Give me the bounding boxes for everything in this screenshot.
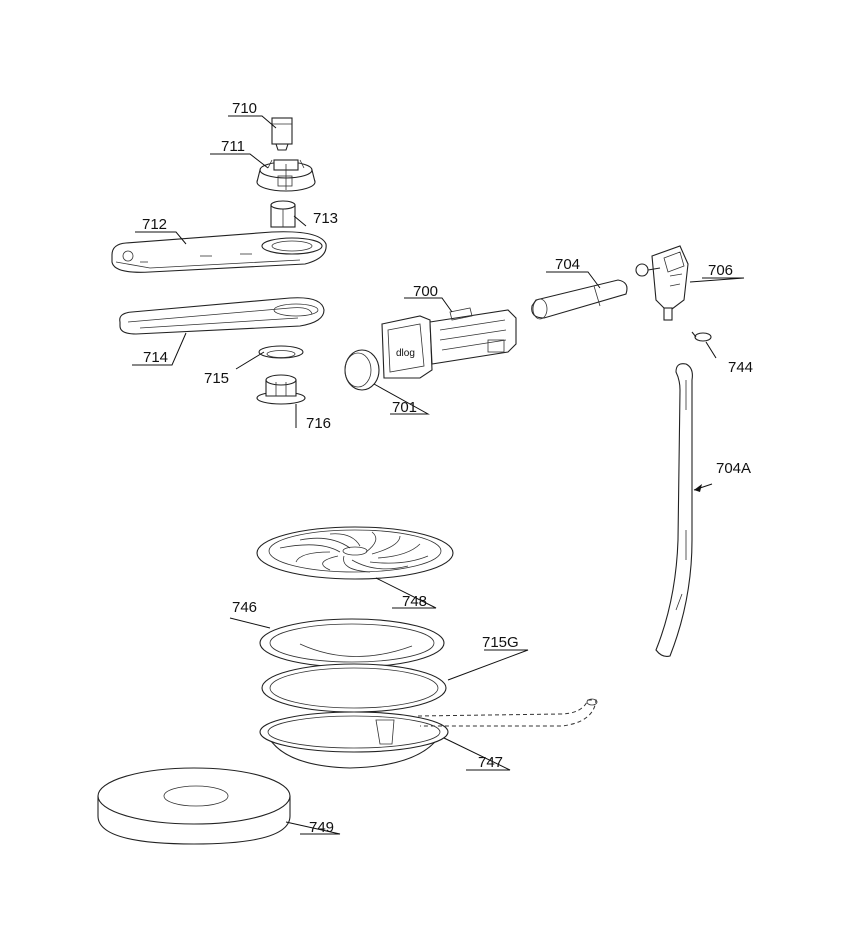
- part-715-ring: [258, 345, 304, 359]
- label-704A: 704A: [716, 460, 751, 477]
- part-715G-ring: [261, 663, 447, 713]
- label-712: 712: [142, 216, 167, 233]
- part-712-spray-arm: [111, 231, 327, 273]
- part-711-hub: [256, 159, 316, 192]
- part-700-pump: dlog: [381, 307, 517, 379]
- leader-lines: [132, 115, 745, 835]
- part-710-cap: [271, 117, 293, 151]
- part-713-coupler: [270, 200, 296, 228]
- label-748: 748: [402, 593, 427, 610]
- label-746: 746: [232, 599, 257, 616]
- label-700: 700: [413, 283, 438, 300]
- label-704: 704: [555, 256, 580, 273]
- label-749: 749: [309, 819, 334, 836]
- label-710: 710: [232, 100, 257, 117]
- part-749-pad: [97, 767, 291, 845]
- label-747: 747: [478, 754, 503, 771]
- part-704A-hose: [655, 363, 693, 657]
- part-701-disc: [344, 349, 380, 391]
- part-714-spray-arm: [119, 297, 325, 335]
- part-747-sump: [259, 698, 598, 769]
- label-715: 715: [204, 370, 229, 387]
- label-716: 716: [306, 415, 331, 432]
- part-748-filter: [256, 526, 454, 580]
- label-744: 744: [728, 359, 753, 376]
- label-714: 714: [143, 349, 168, 366]
- label-701: 701: [392, 399, 417, 416]
- part-744-clamp: [691, 331, 712, 342]
- part-716-nut: [256, 374, 306, 405]
- label-711: 711: [221, 138, 245, 155]
- part-746-gasket: [259, 618, 445, 668]
- part-704-hose: [531, 279, 628, 320]
- label-715G: 715G: [482, 634, 519, 651]
- label-713: 713: [313, 210, 338, 227]
- part-706-valve: [635, 245, 689, 321]
- svg-text:dlog: dlog: [396, 348, 415, 359]
- leader-arrows: [694, 484, 702, 492]
- label-706: 706: [708, 262, 733, 279]
